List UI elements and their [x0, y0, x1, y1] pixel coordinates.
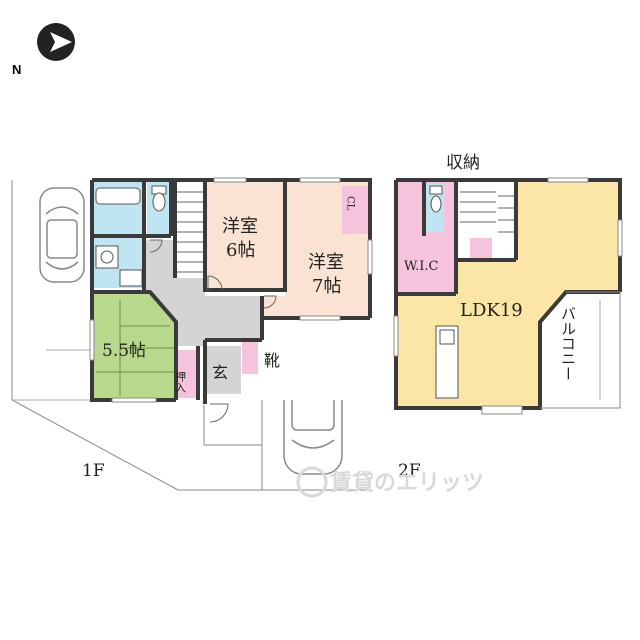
stairs-area [175, 182, 205, 278]
western-room-b-size: 7帖 [312, 276, 341, 297]
western-room-a [205, 182, 285, 290]
cl-label: CL [345, 196, 356, 211]
floor1-labels: 洋室 6帖 洋室 7帖 5.5帖 押入 CL 玄 靴 1F [82, 196, 356, 481]
ldk-label: LDK19 [460, 300, 523, 321]
kitchen-sink-icon [439, 329, 455, 345]
western-room-b-name: 洋室 [308, 252, 344, 273]
tatami-lines [96, 300, 176, 396]
car-icon [39, 187, 85, 283]
western-room-a-size: 6帖 [226, 240, 255, 261]
closet-cl [342, 186, 368, 234]
floor2-storage [470, 238, 492, 258]
washer-icon [119, 269, 143, 287]
storage-label: 収納 [446, 153, 480, 173]
entrance [205, 346, 241, 394]
entrance-label: 玄 [212, 363, 228, 382]
tatami-room [92, 292, 176, 400]
watermark-logo-icon [296, 466, 328, 498]
kitchen-counter-icon [435, 325, 459, 399]
stairs-icon [177, 191, 203, 273]
floor2-building [393, 177, 623, 415]
floor2-windows [393, 177, 623, 415]
wic-label: W.I.C [404, 259, 438, 274]
balcony-label: バルコニー [559, 306, 577, 381]
shoe-closet [242, 340, 258, 374]
door-swings [149, 239, 277, 423]
balcony-rail [540, 291, 621, 409]
north-arrow-icon [50, 32, 72, 52]
floor2-stairs-icon [460, 191, 514, 233]
site-boundary [11, 180, 262, 491]
watermark-text: 賃貸のエリッツ [329, 470, 484, 496]
floor1-walls [90, 178, 372, 404]
toilet-bowl-icon [430, 195, 442, 213]
bathtub-icon [95, 187, 141, 205]
north-label: N [12, 62, 21, 77]
toilet-bowl-icon [152, 192, 166, 212]
tatami-size: 5.5帖 [102, 341, 146, 361]
toilet-tank-icon [429, 185, 443, 195]
floor2-label: 2F [398, 461, 421, 481]
washbasin-icon [95, 245, 119, 269]
oshiire-label: 押入 [174, 370, 187, 393]
floor1-label: 1F [82, 461, 105, 481]
western-room-a-name: 洋室 [222, 216, 258, 237]
compass: N [12, 23, 75, 77]
oshiire-closet [176, 350, 198, 398]
floor2-labels: 収納 W.I.C LDK19 バルコニー 2F [398, 153, 577, 481]
floor1-building [89, 177, 373, 423]
watermark: 賃貸のエリッツ [296, 466, 484, 498]
shoe-storage-label: 靴 [264, 351, 280, 370]
sink-icon [100, 250, 114, 264]
floor1-windows [89, 177, 373, 403]
